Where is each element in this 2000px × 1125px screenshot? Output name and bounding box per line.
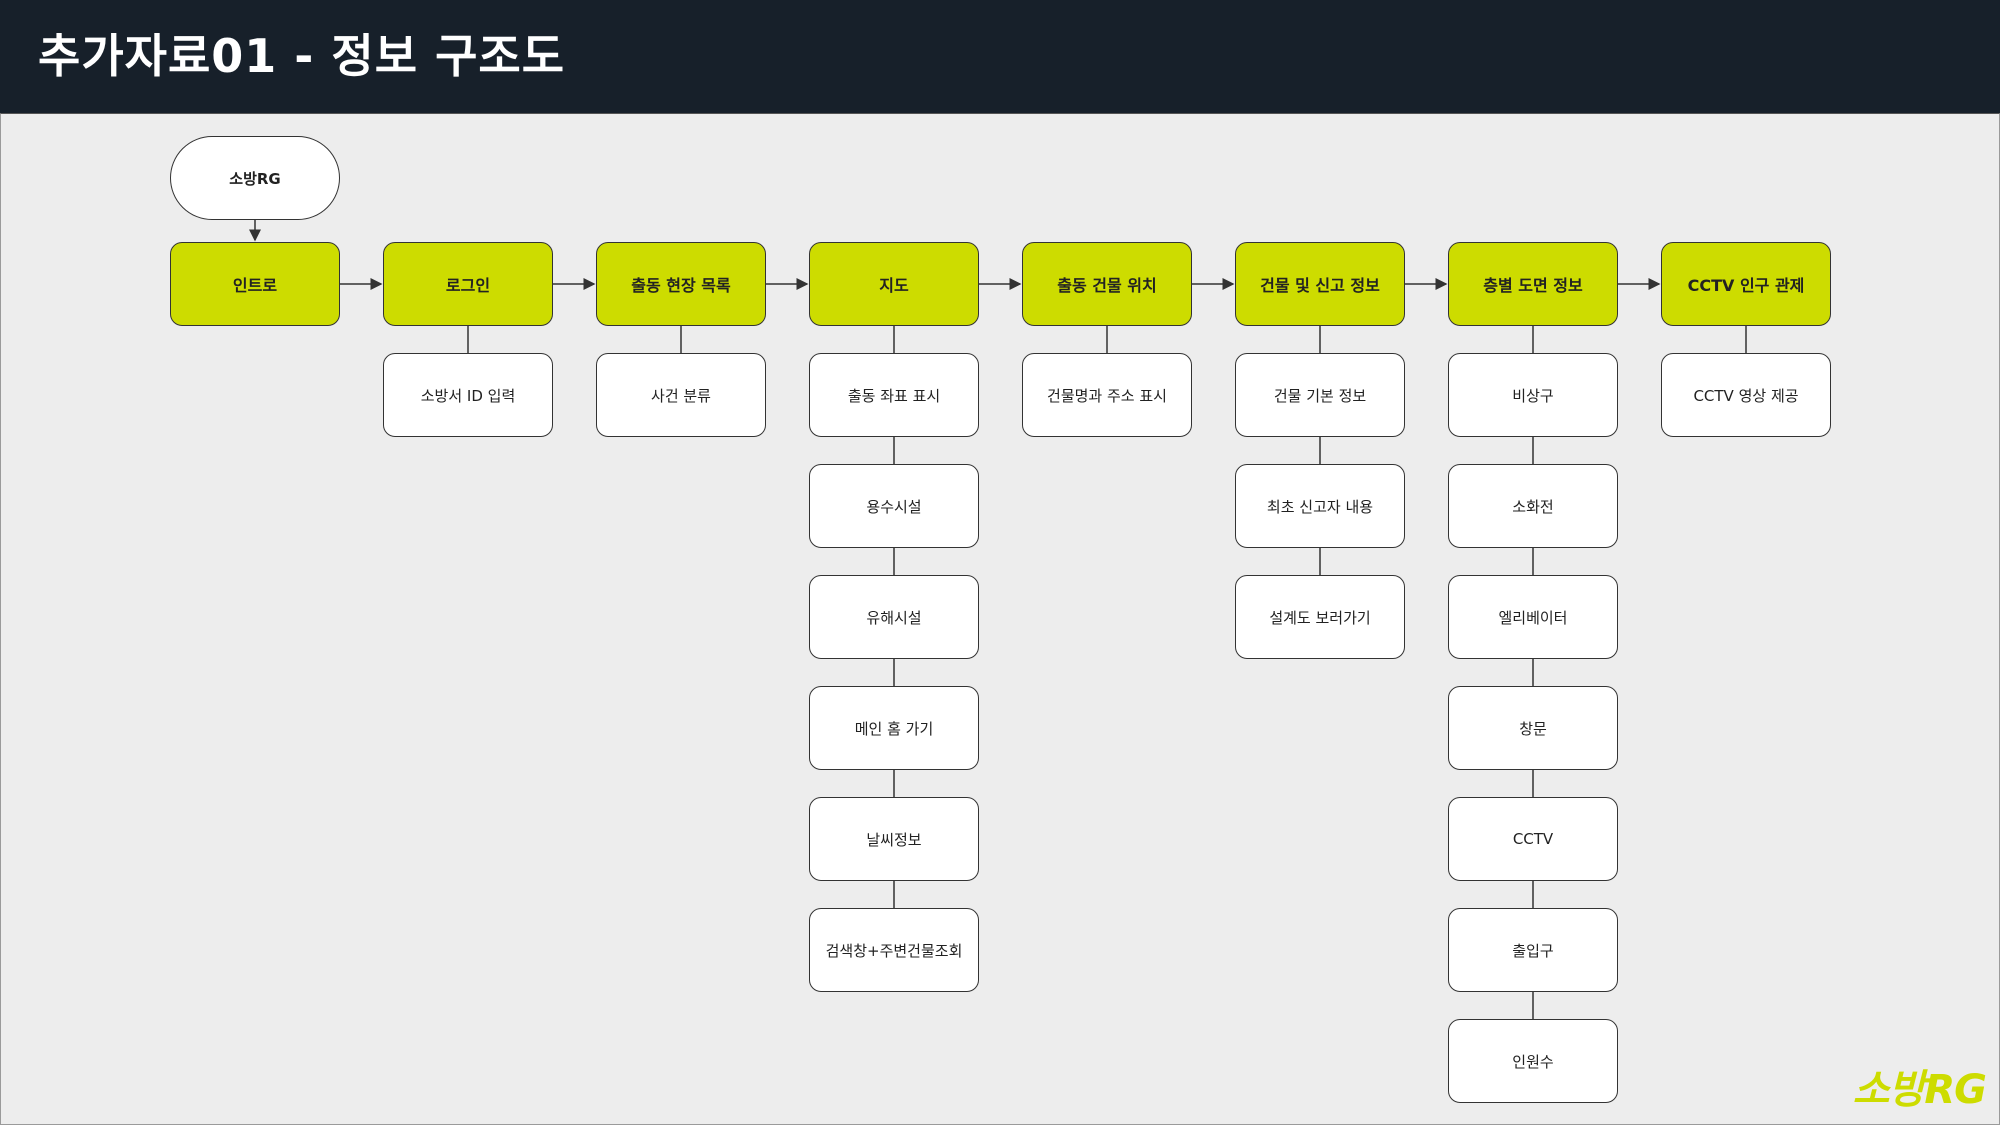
main-node-3: 출동 현장 목록 (596, 242, 766, 326)
child-node: 최초 신고자 내용 (1235, 464, 1405, 548)
child-node: 사건 분류 (596, 353, 766, 437)
child-node: 메인 홈 가기 (809, 686, 979, 770)
child-node: 건물 기본 정보 (1235, 353, 1405, 437)
child-node: 창문 (1448, 686, 1618, 770)
child-node: 소방서 ID 입력 (383, 353, 553, 437)
child-node: 출동 좌표 표시 (809, 353, 979, 437)
child-node: CCTV (1448, 797, 1618, 881)
child-node: 건물명과 주소 표시 (1022, 353, 1192, 437)
main-node-2: 로그인 (383, 242, 553, 326)
child-node: 인원수 (1448, 1019, 1618, 1103)
page-title: 추가자료01 - 정보 구조도 (38, 29, 566, 83)
start-node: 소방RG (170, 136, 340, 220)
child-node: 설계도 보러가기 (1235, 575, 1405, 659)
header-bar: 추가자료01 - 정보 구조도 (0, 0, 2000, 113)
main-node-1: 인트로 (170, 242, 340, 326)
child-node: 유해시설 (809, 575, 979, 659)
child-node: 엘리베이터 (1448, 575, 1618, 659)
main-node-6: 건물 및 신고 정보 (1235, 242, 1405, 326)
child-node: 출입구 (1448, 908, 1618, 992)
main-node-5: 출동 건물 위치 (1022, 242, 1192, 326)
main-node-4: 지도 (809, 242, 979, 326)
child-node: 용수시설 (809, 464, 979, 548)
child-node: 날씨정보 (809, 797, 979, 881)
child-node: CCTV 영상 제공 (1661, 353, 1831, 437)
child-node: 소화전 (1448, 464, 1618, 548)
brand-logo: 소방RG (1852, 1067, 1987, 1113)
child-node: 검색창+주변건물조회 (809, 908, 979, 992)
main-node-7: 층별 도면 정보 (1448, 242, 1618, 326)
child-node: 비상구 (1448, 353, 1618, 437)
main-node-8: CCTV 인구 관제 (1661, 242, 1831, 326)
